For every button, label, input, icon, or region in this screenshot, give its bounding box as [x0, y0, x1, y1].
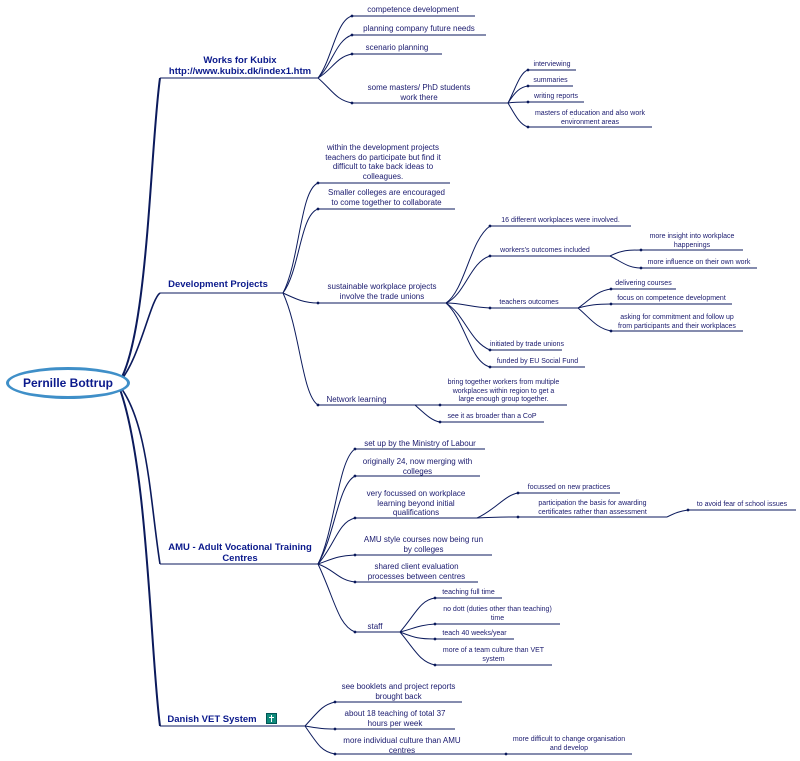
kubix-item-scenario: scenario planning: [365, 43, 429, 52]
dev-within-line1: within the development projects: [326, 143, 440, 152]
dev-asking-line2: from participants and their workplaces: [618, 322, 736, 330]
amu-nodott-line2: time: [490, 614, 505, 622]
vet-title[interactable]: Danish VET System: [167, 714, 257, 725]
dev-smaller: Smaller colleges are encouraged to come …: [318, 188, 455, 207]
vet-booklets-line2: brought back: [375, 691, 422, 701]
amu-nodott-line1: no dott (duties other than teaching): [443, 606, 552, 613]
kubix-url[interactable]: http://www.kubix.dk/index1.htm: [168, 66, 312, 77]
amu-focussed-line1: very focussed on workplace: [366, 489, 466, 498]
dev-insight-line2: happenings: [673, 241, 711, 249]
dev-influence: more influence on their own work: [647, 259, 751, 266]
dev-asking: asking for commitment and follow up from…: [611, 314, 743, 331]
dev-teachers: teachers outcomes: [499, 299, 559, 306]
kubix-students: some masters/ PhD students work there: [352, 83, 486, 102]
amu-participation: participation the basis for awarding cer…: [518, 500, 667, 517]
root-node[interactable]: Pernille Bottrup: [6, 367, 130, 399]
kubix-sub-reports: writing reports: [534, 93, 578, 100]
dev-within-line3: difficult to take back ideas to: [332, 162, 434, 171]
dev-title[interactable]: Development Projects: [168, 279, 268, 290]
amu-newpractices: focussed on new practices: [527, 484, 611, 491]
amu-culture-line2: system: [482, 655, 505, 663]
kubix-sub-summaries: summaries: [533, 77, 568, 84]
amu-participation-line2: certificates rather than assessment: [538, 508, 647, 516]
amu-weeks: teach 40 weeks/year: [442, 630, 507, 637]
dev-delivering: delivering courses: [615, 280, 672, 287]
amu-title-line2: Centres: [222, 553, 258, 564]
kubix-masters-line1: masters of education and also work: [534, 110, 646, 117]
vet-individual-line2: centres: [388, 745, 416, 755]
amu-title[interactable]: AMU - Adult Vocational Training Centres: [162, 542, 318, 564]
dev-sixteen: 16 different workplaces were involved.: [501, 217, 620, 224]
amu-shared-line2: processes between centres: [367, 571, 466, 581]
amu-focussed: very focussed on workplace learning beyo…: [355, 489, 477, 518]
dev-sustainable-line1: sustainable workplace projects: [327, 282, 437, 291]
dev-asking-line1: asking for commitment and follow up: [620, 314, 734, 321]
kubix-title[interactable]: Works for Kubix http://www.kubix.dk/inde…: [162, 55, 318, 77]
dev-bring: bring together workers from multiple wor…: [440, 379, 567, 405]
kubix-sub-interviewing: interviewing: [533, 61, 571, 68]
vet-difficult-line2: and develop: [549, 744, 589, 752]
dev-workers: workers's outcomes included: [500, 247, 590, 254]
dev-network: Network learning: [326, 395, 387, 404]
amu-fear: to avoid fear of school issues: [696, 501, 788, 508]
dev-bring-line2: workplaces within region to get a: [452, 387, 555, 395]
dev-bring-line1: bring together workers from multiple: [447, 379, 560, 386]
amu-culture-line1: more of a team culture than VET: [442, 647, 545, 654]
vet-booklets: see booklets and project reports brought…: [335, 682, 462, 701]
amu-originally-line2: colleges: [402, 466, 433, 476]
amu-shared: shared client evaluation processes betwe…: [355, 562, 478, 581]
dev-sustainable: sustainable workplace projects involve t…: [318, 282, 446, 301]
amu-originally: originally 24, now merging with colleges: [355, 457, 480, 476]
amu-focussed-line3: qualifications: [392, 508, 440, 517]
amu-culture: more of a team culture than VET system: [435, 647, 552, 664]
vet-difficult-line1: more difficult to change organisation: [512, 736, 626, 743]
dev-insight-line1: more insight into workplace: [649, 233, 735, 240]
amu-fulltime: teaching full time: [442, 589, 495, 596]
amu-style: AMU style courses now being run by colle…: [355, 535, 492, 554]
vet-booklets-line1: see booklets and project reports: [341, 682, 456, 691]
vet-hours-line1: about 18 teaching of total 37: [344, 709, 446, 718]
dev-smaller-line1: Smaller colleges are encouraged: [328, 188, 445, 197]
dev-sustainable-line2: involve the trade unions: [339, 291, 425, 301]
vet-hours-line2: hours per week: [367, 718, 423, 728]
kubix-students-line1: some masters/ PhD students: [367, 83, 471, 92]
amu-style-line2: by colleges: [403, 544, 444, 554]
kubix-item-competence: competence development: [367, 5, 459, 14]
vet-hours: about 18 teaching of total 37 hours per …: [335, 709, 455, 728]
kubix-masters-line2: environment areas: [561, 118, 619, 126]
dev-cop: see it as broader than a CoP: [447, 413, 537, 420]
amu-setup: set up by the Ministry of Labour: [364, 439, 476, 448]
amu-title-line1: AMU - Adult Vocational Training: [168, 542, 312, 553]
amu-focussed-line2: learning beyond initial: [377, 498, 455, 508]
kubix-masters: masters of education and also work envir…: [528, 110, 652, 127]
dev-insight: more insight into workplace happenings: [641, 233, 743, 250]
amu-style-line1: AMU style courses now being run: [363, 535, 484, 544]
amu-participation-line1: participation the basis for awarding: [538, 500, 647, 507]
kubix-item-planning: planning company future needs: [363, 24, 475, 33]
dev-within-line4: colleagues.: [362, 171, 404, 181]
kubix-students-line2: work there: [400, 92, 438, 102]
dev-funded: funded by EU Social Fund: [496, 358, 579, 365]
dev-bring-line3: large enough group together.: [458, 396, 549, 403]
vet-individual: more individual culture than AMU centres: [335, 736, 469, 755]
dev-initiated: initiated by trade unions: [490, 341, 564, 348]
amu-nodott: no dott (duties other than teaching) tim…: [435, 606, 560, 623]
vet-individual-line1: more individual culture than AMU: [343, 736, 461, 745]
dev-smaller-line2: to come together to collaborate: [331, 197, 442, 207]
dev-within-line2: teachers do participate but find it: [325, 152, 441, 162]
amu-originally-line1: originally 24, now merging with: [362, 457, 473, 466]
kubix-title-line1: Works for Kubix: [203, 55, 277, 66]
amu-shared-line1: shared client evaluation: [374, 562, 459, 571]
vet-difficult: more difficult to change organisation an…: [506, 736, 632, 753]
amu-staff: staff: [367, 622, 383, 631]
dev-focus: focus on competence development: [617, 295, 726, 302]
attachment-icon[interactable]: [266, 713, 277, 724]
dev-within: within the development projects teachers…: [318, 143, 448, 181]
